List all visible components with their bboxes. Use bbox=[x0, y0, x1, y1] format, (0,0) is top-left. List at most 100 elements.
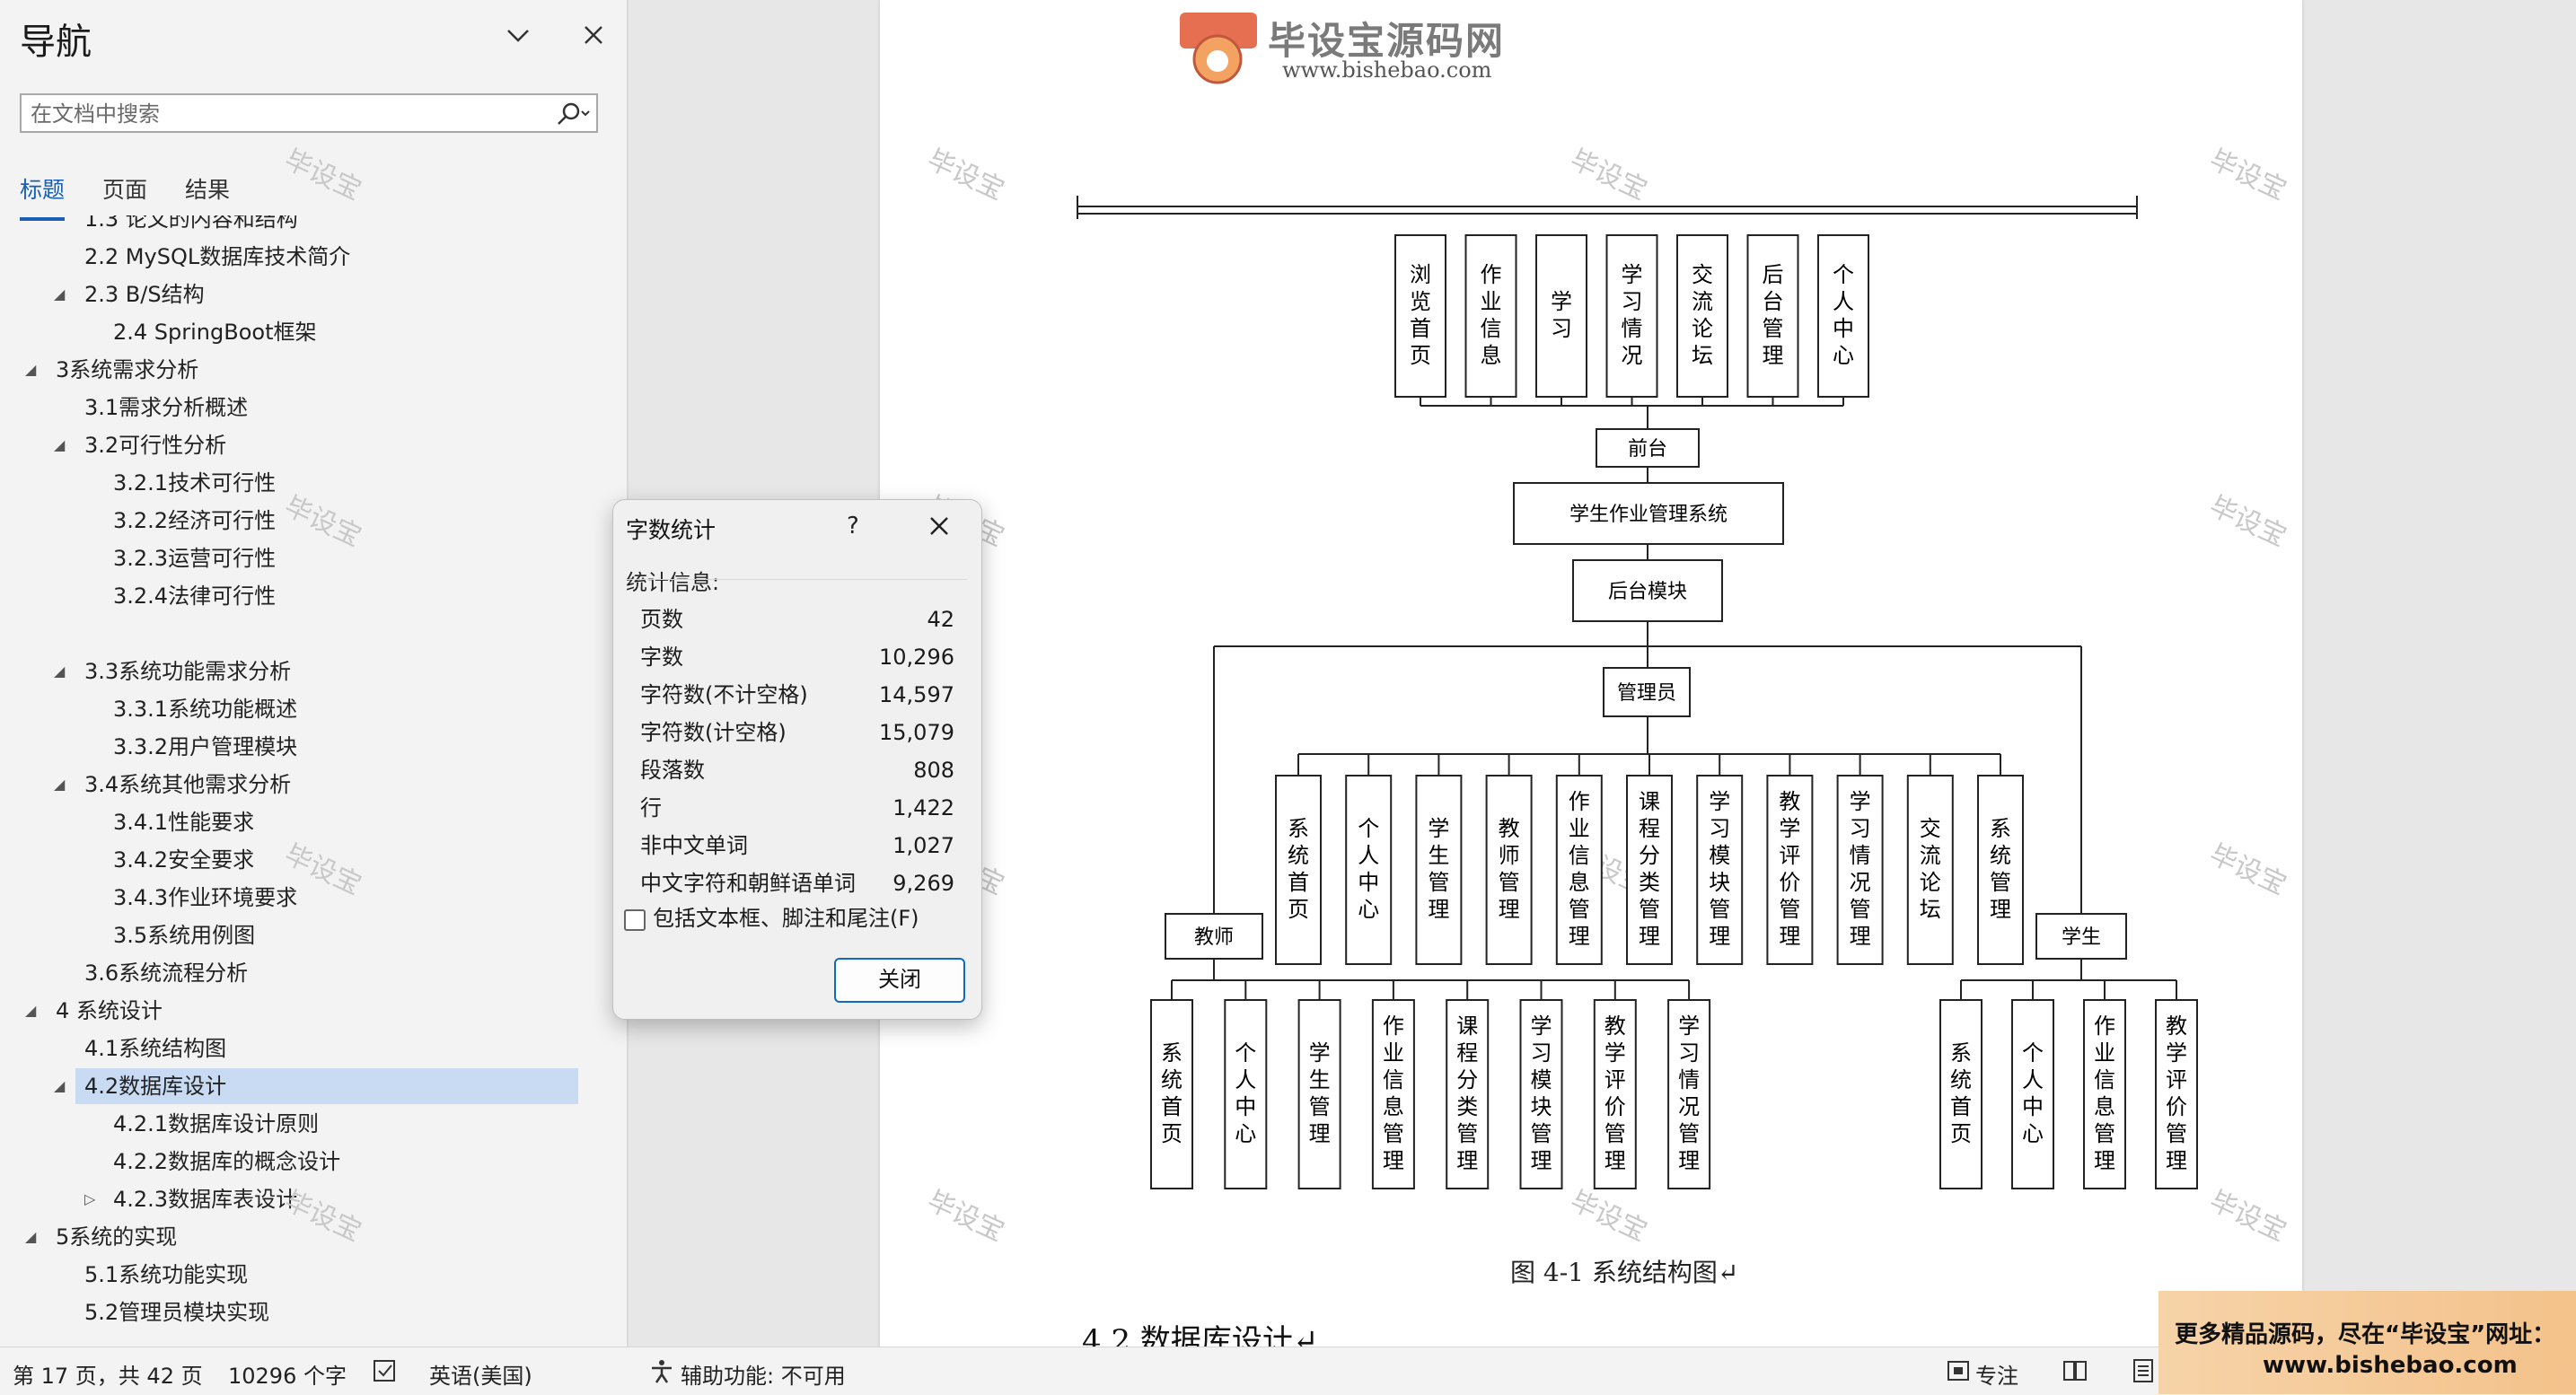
nav-heading-label: 5系统的实现 bbox=[56, 1224, 178, 1250]
nav-heading-item[interactable] bbox=[0, 616, 593, 652]
nav-heading-item[interactable]: 3.5系统用例图 bbox=[0, 917, 593, 953]
nav-heading-item[interactable]: 2.4 SpringBoot框架 bbox=[0, 314, 593, 350]
nav-heading-item[interactable]: 3.4.1性能要求 bbox=[0, 804, 593, 840]
tab-headings[interactable]: 标题 bbox=[20, 172, 66, 221]
collapse-arrow-icon[interactable]: ◢ bbox=[54, 285, 66, 303]
help-icon[interactable]: ? bbox=[847, 513, 859, 540]
nav-heading-item[interactable]: ◢ 5系统的实现 bbox=[0, 1219, 593, 1255]
stat-row: 字符数(计空格)15,079 bbox=[640, 715, 954, 750]
nav-heading-label: 3.4.1性能要求 bbox=[113, 810, 255, 835]
stat-row: 段落数 808 bbox=[640, 753, 954, 787]
module-box: 后台管理 bbox=[1746, 234, 1799, 398]
divider bbox=[626, 579, 967, 580]
admin-box: 管理员 bbox=[1603, 667, 1691, 717]
nav-heading-item[interactable]: 4.1系统结构图 bbox=[0, 1031, 593, 1066]
nav-heading-item[interactable]: ◢3系统需求分析 bbox=[0, 352, 593, 388]
module-label: 教学评价管理 bbox=[1779, 789, 1800, 949]
read-mode-icon[interactable] bbox=[2062, 1358, 2088, 1383]
nav-heading-item[interactable]: 3.2.4法律可行性 bbox=[0, 578, 593, 614]
nav-heading-item[interactable]: ◢3.4系统其他需求分析 bbox=[0, 767, 593, 803]
nav-heading-label: 4.2.1数据库设计原则 bbox=[113, 1111, 320, 1136]
nav-heading-item[interactable]: 1.3 论文的内容和结构 bbox=[0, 215, 593, 237]
page-info[interactable]: 第 17 页，共 42 页 bbox=[13, 1364, 203, 1389]
nav-heading-item[interactable]: 2.2 MySQL数据库技术简介 bbox=[0, 239, 593, 275]
nav-heading-item[interactable]: 3.2.1技术可行性 bbox=[0, 465, 593, 501]
nav-heading-item[interactable]: ◢3.2可行性分析 bbox=[0, 427, 593, 463]
print-layout-icon[interactable] bbox=[2130, 1358, 2157, 1383]
stat-label: 字符数(计空格) bbox=[640, 720, 787, 745]
nav-heading-item[interactable]: 3.2.2经济可行性 bbox=[0, 503, 593, 539]
nav-heading-item[interactable]: ◢4 系统设计 bbox=[0, 993, 593, 1029]
stat-label: 字数 bbox=[640, 645, 683, 670]
focus-mode[interactable]: 专注 bbox=[1975, 1364, 2018, 1389]
proofing-icon[interactable] bbox=[372, 1358, 399, 1383]
module-box: 学生管理 bbox=[1297, 999, 1341, 1189]
include-textbox-checkbox[interactable]: 包括文本框、脚注和尾注(F) bbox=[624, 902, 965, 934]
module-label: 交流论坛 bbox=[1692, 262, 1713, 368]
collapse-arrow-icon[interactable]: ◢ bbox=[54, 662, 66, 680]
search-input[interactable] bbox=[29, 99, 535, 129]
nav-heading-item[interactable]: 3.2.3运营可行性 bbox=[0, 540, 593, 576]
module-box: 作业信息管理 bbox=[1371, 999, 1415, 1189]
collapse-arrow-icon[interactable]: ◢ bbox=[25, 1228, 37, 1245]
language[interactable]: 英语(美国) bbox=[429, 1364, 532, 1389]
chevron-down-icon[interactable] bbox=[503, 20, 533, 50]
module-label: 个人中心 bbox=[1358, 816, 1379, 922]
ad-url[interactable]: www.bishebao.com bbox=[2263, 1352, 2518, 1379]
expand-arrow-icon[interactable]: ▷ bbox=[84, 1190, 96, 1207]
box-label: 学生 bbox=[2062, 926, 2101, 949]
selection-highlight bbox=[75, 1068, 578, 1104]
module-label: 学习情况 bbox=[1622, 262, 1643, 368]
collapse-arrow-icon[interactable]: ◢ bbox=[54, 1077, 66, 1094]
nav-heading-item[interactable]: 3.1需求分析概述 bbox=[0, 390, 593, 426]
system-structure-diagram: 浏览首页作业信息学习学习情况交流论坛后台管理个人中心前台学生作业管理系统后台模块… bbox=[1077, 196, 2198, 1189]
nav-heading-item[interactable]: 3.4.2安全要求 bbox=[0, 842, 593, 878]
nav-heading-item[interactable]: 3.3.1系统功能概述 bbox=[0, 691, 593, 727]
nav-heading-label: 2.2 MySQL数据库技术简介 bbox=[84, 244, 351, 269]
stat-row: 字符数(不计空格)14,597 bbox=[640, 678, 954, 712]
module-label: 教学评价管理 bbox=[1605, 1013, 1626, 1173]
stat-value: 42 bbox=[927, 607, 954, 632]
tab-results[interactable]: 结果 bbox=[185, 177, 231, 203]
word-count[interactable]: 10296 个字 bbox=[228, 1364, 347, 1389]
collapse-arrow-icon[interactable]: ◢ bbox=[25, 361, 37, 378]
teacher-box: 教师 bbox=[1165, 913, 1263, 960]
box-label: 前台 bbox=[1628, 438, 1667, 461]
nav-heading-item[interactable]: 3.6系统流程分析 bbox=[0, 955, 593, 991]
module-box: 作业信息 bbox=[1464, 234, 1517, 398]
nav-heading-item[interactable]: 3.3.2用户管理模块 bbox=[0, 729, 593, 765]
collapse-arrow-icon[interactable]: ◢ bbox=[54, 776, 66, 793]
stat-value: 808 bbox=[913, 758, 954, 783]
checkbox-box[interactable] bbox=[624, 909, 646, 931]
ad-banner[interactable]: 更多精品源码，尽在“毕设宝”网址： www.bishebao.com bbox=[2158, 1291, 2576, 1394]
nav-heading-label: 4.2.3数据库表设计 bbox=[113, 1187, 298, 1212]
nav-heading-item[interactable]: ◢3.3系统功能需求分析 bbox=[0, 654, 593, 689]
close-icon[interactable] bbox=[578, 20, 609, 50]
close-icon[interactable] bbox=[926, 513, 953, 540]
document-page bbox=[880, 0, 2302, 1347]
module-box: 学习情况 bbox=[1605, 234, 1658, 398]
nav-heading-item[interactable]: 4.2.2数据库的概念设计 bbox=[0, 1144, 593, 1180]
collapse-arrow-icon[interactable]: ◢ bbox=[54, 436, 66, 453]
accessibility-status[interactable]: 辅助功能: 不可用 bbox=[681, 1364, 846, 1389]
module-label: 课程分类管理 bbox=[1639, 789, 1660, 949]
nav-heading-label: 4.1系统结构图 bbox=[84, 1036, 227, 1061]
close-button[interactable]: 关闭 bbox=[834, 958, 965, 1003]
nav-heading-item[interactable]: ▷ 4.2.3数据库表设计 bbox=[0, 1181, 593, 1217]
nav-heading-item[interactable]: ◢2.3 B/S结构 bbox=[0, 276, 593, 312]
tab-pages[interactable]: 页面 bbox=[102, 177, 148, 203]
nav-heading-item[interactable]: 3.4.3作业环境要求 bbox=[0, 880, 593, 916]
nav-heading-item[interactable]: 5.1系统功能实现 bbox=[0, 1257, 593, 1293]
nav-heading-item[interactable]: ◢4.2数据库设计 bbox=[0, 1068, 593, 1104]
search-icon[interactable] bbox=[551, 101, 594, 127]
module-box: 教师管理 bbox=[1485, 775, 1533, 965]
stat-label: 段落数 bbox=[640, 758, 705, 783]
collapse-arrow-icon[interactable]: ◢ bbox=[25, 1002, 37, 1019]
focus-icon[interactable] bbox=[1945, 1358, 1972, 1383]
nav-heading-item[interactable]: 4.2.1数据库设计原则 bbox=[0, 1106, 593, 1142]
student-box: 学生 bbox=[2035, 913, 2127, 960]
accessibility-icon[interactable] bbox=[648, 1358, 675, 1383]
nav-heading-item[interactable]: 5.2管理员模块实现 bbox=[0, 1294, 593, 1330]
